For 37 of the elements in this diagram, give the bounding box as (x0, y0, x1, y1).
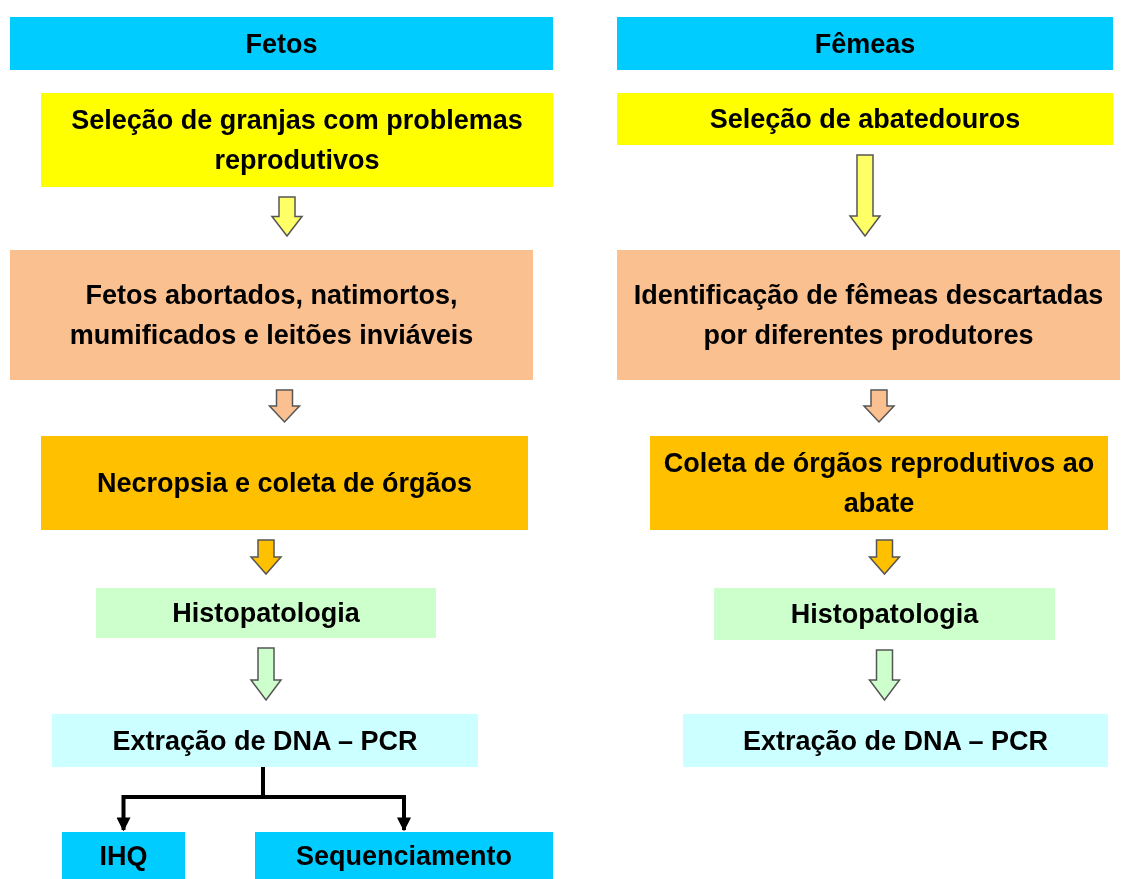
block-arrow (848, 154, 882, 238)
block-arrow (267, 389, 302, 424)
arrow (261, 767, 411, 832)
box-label: Necropsia e coleta de órgãos (96, 467, 473, 500)
process-box (96, 588, 436, 638)
box-label: Extração de DNA – PCR (742, 724, 1049, 758)
box-label: Seleção de abatedouros (709, 103, 1021, 136)
block-arrow (249, 647, 283, 702)
result-box (62, 832, 185, 879)
box-label: Identificação de fêmeas descartadas por diferentes produtores (632, 279, 1105, 352)
column-header (617, 17, 1113, 70)
block-arrow (868, 649, 901, 702)
column-header (10, 17, 553, 70)
process-box (714, 588, 1055, 640)
box-label: Sequenciamento (295, 839, 513, 873)
block-arrow (867, 539, 902, 576)
block-arrow (270, 196, 304, 238)
result-box (255, 832, 553, 879)
process-box (10, 250, 533, 380)
box-label: Seleção de granjas com problemas reprodutivos (70, 104, 524, 177)
process-box (41, 436, 528, 530)
box-label: Fêmeas (814, 27, 916, 61)
process-box (683, 714, 1108, 767)
process-box (617, 93, 1113, 145)
box-label: Fetos abortados, natimortos, mumificados e leitões inviáveis (68, 279, 475, 352)
box-label: Coleta de órgãos reprodutivos ao abate (662, 447, 1096, 520)
block-arrow (249, 539, 283, 576)
box-label: IHQ (99, 839, 148, 873)
box-label: Histopatologia (790, 598, 979, 631)
process-box (650, 436, 1108, 530)
box-label: Fetos (245, 27, 318, 61)
process-box (617, 250, 1120, 380)
process-box (52, 714, 478, 767)
process-box (41, 93, 553, 187)
box-label: Histopatologia (172, 597, 360, 630)
block-arrow (862, 389, 896, 424)
box-label: Extração de DNA – PCR (112, 724, 418, 758)
